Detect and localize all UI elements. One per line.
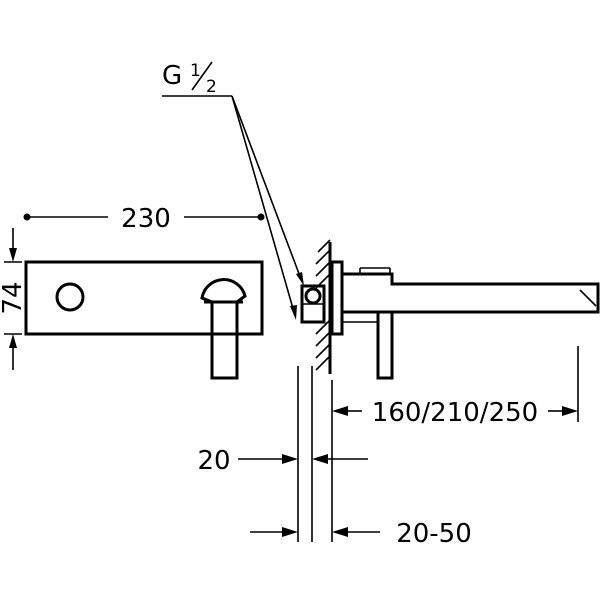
wall-range-value: 20-50: [396, 519, 472, 549]
width-value: 230: [121, 204, 171, 234]
handle-lever: [200, 278, 247, 380]
thread-label: G: [162, 61, 182, 91]
spout-length-value: 160/210/250: [372, 398, 538, 428]
front-plate: [24, 260, 264, 336]
height-dimension: 74: [0, 228, 28, 370]
plate-value: 20: [197, 446, 230, 476]
spout-outlet-circle: [55, 282, 85, 312]
front-view: [24, 260, 264, 380]
thread-fraction-bottom: 2: [206, 77, 217, 97]
thread-callout: G 1 2: [162, 61, 304, 320]
thread-fraction-top: 1: [190, 61, 201, 81]
wall-range-dimension: 20-50: [250, 519, 472, 549]
side-view: [300, 239, 600, 380]
spout-length-dimension: 160/210/250: [331, 346, 579, 542]
width-dimension: 230: [23, 204, 265, 234]
plate-dimension: 20: [197, 366, 368, 542]
height-value: 74: [0, 281, 28, 314]
